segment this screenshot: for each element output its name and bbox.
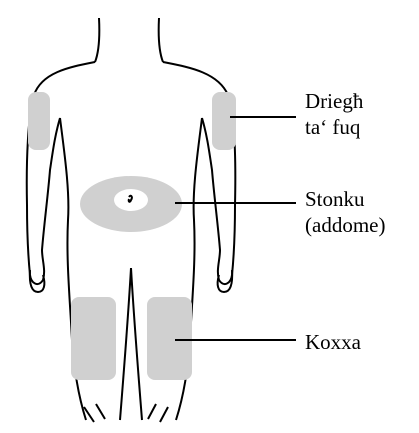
stomach-label-line-1: Stonku (305, 186, 385, 212)
left-knee-mark (84, 404, 105, 422)
right-upper-arm-area (212, 92, 236, 150)
upper-arm-label: Driegħ ta‘ fuq (305, 88, 363, 140)
upper-arm-label-line-2: ta‘ fuq (305, 114, 363, 140)
thigh-label-line-1: Koxxa (305, 329, 361, 355)
right-thigh-area (147, 297, 192, 380)
neck-outline (95, 18, 163, 62)
left-thigh-area (71, 297, 116, 380)
stomach-label: Stonku (addome) (305, 186, 385, 238)
stomach-label-line-2: (addome) (305, 212, 385, 238)
left-upper-arm-area (28, 92, 50, 150)
thigh-label: Koxxa (305, 329, 361, 355)
body-outline (27, 62, 236, 284)
right-knee-mark (148, 404, 168, 422)
upper-arm-label-line-1: Driegħ (305, 88, 363, 114)
